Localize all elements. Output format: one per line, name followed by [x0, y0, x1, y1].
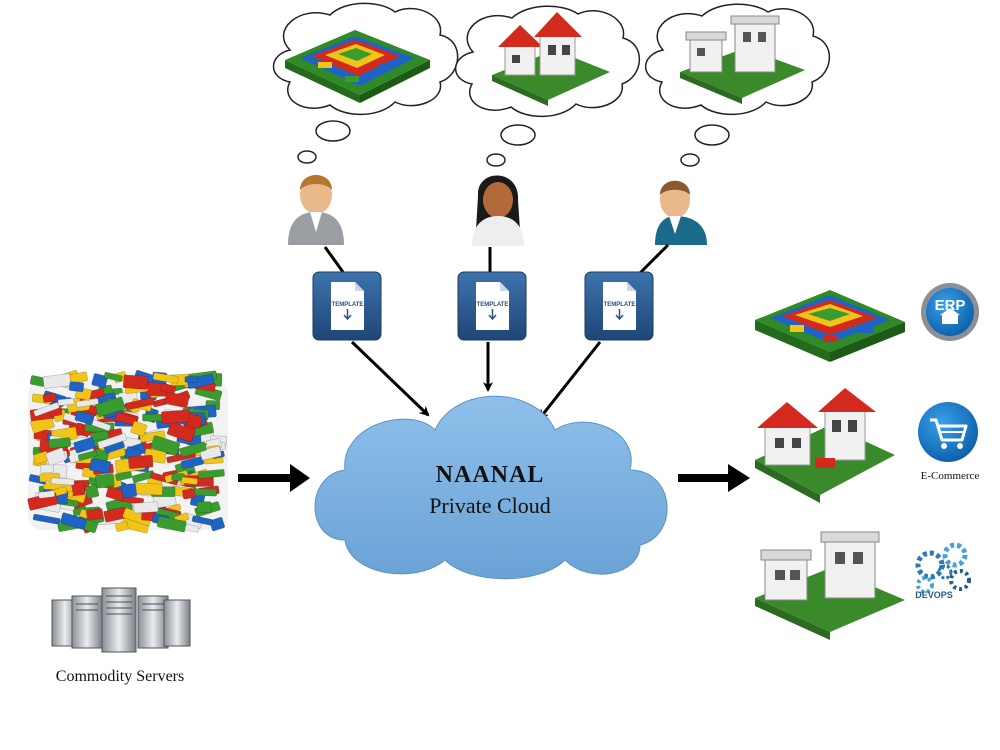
brick: [182, 488, 196, 500]
template-label: TEMPLATE: [332, 302, 364, 308]
brick: [42, 373, 72, 389]
brick: [196, 501, 212, 513]
brick-pyramid-image: [285, 30, 430, 103]
brick: [84, 484, 100, 499]
brick: [164, 391, 190, 409]
brick: [152, 372, 179, 384]
brick: [86, 508, 104, 521]
brick: [69, 371, 88, 384]
brick: [60, 512, 87, 530]
brick: [115, 470, 133, 482]
user-avatar-2: [472, 175, 524, 246]
brick: [128, 454, 154, 469]
grey-house-image: [680, 15, 805, 104]
brick: [121, 483, 138, 498]
erp-badge-text: ERP: [935, 297, 966, 314]
template-label: TEMPLATE: [477, 302, 509, 308]
brick: [91, 373, 108, 389]
brick: [179, 441, 207, 458]
brick: [89, 458, 112, 474]
devops-label: DEVOPS: [915, 590, 953, 600]
brick: [73, 437, 96, 454]
private-cloud-shape: [314, 395, 668, 580]
template-icon-3[interactable]: TEMPLATE: [584, 271, 654, 341]
shopping-cart-icon: [918, 402, 978, 462]
brick: [45, 447, 67, 466]
brick: [181, 476, 199, 485]
brick: [95, 473, 115, 489]
arrow-template1-to-cloud: [350, 340, 430, 417]
template-label: TEMPLATE: [604, 302, 636, 308]
brick: [197, 469, 225, 479]
brick: [48, 437, 72, 449]
brick-pile-bricks: [27, 369, 227, 534]
brick: [150, 435, 181, 456]
commodity-servers-label: Commodity Servers: [55, 668, 185, 685]
brick: [161, 409, 191, 424]
brick: [191, 515, 213, 526]
template-icon-1[interactable]: TEMPLATE: [312, 271, 382, 341]
commodity-servers-image: [51, 587, 191, 653]
brick: [68, 381, 85, 393]
brick: [184, 376, 199, 383]
ecommerce-label: E-Commerce: [920, 470, 980, 482]
arrow-template3-to-cloud: [538, 341, 602, 420]
brick: [122, 374, 149, 390]
brick: [74, 410, 95, 425]
brick: [103, 371, 123, 382]
output-red-house-image: [755, 388, 895, 503]
gears-icon: DEVOPS: [915, 542, 971, 600]
brick: [42, 393, 57, 403]
brick: [149, 472, 179, 486]
brick: [89, 430, 110, 441]
output-brick-pyramid-image: [755, 290, 905, 362]
brick: [132, 482, 163, 496]
cloud-subtitle: Private Cloud: [429, 493, 551, 518]
brick: [133, 501, 159, 514]
erp-badge-icon: ERP: [921, 283, 979, 341]
red-house-image: [492, 12, 610, 106]
brick: [209, 516, 225, 532]
brick: [77, 450, 98, 461]
brick: [94, 396, 126, 418]
brick: [39, 464, 54, 474]
brick: [130, 420, 148, 437]
user-avatar-1: [288, 175, 344, 245]
brick: [166, 421, 196, 443]
template-icon-2[interactable]: TEMPLATE: [457, 271, 527, 341]
brick: [50, 477, 75, 486]
output-grey-house-image: [755, 531, 905, 640]
brick: [57, 398, 75, 406]
brick: [142, 413, 163, 422]
brick: [32, 513, 61, 525]
brick: [97, 433, 127, 449]
cloud-title: NAANAL: [435, 462, 545, 488]
brick: [38, 490, 56, 499]
brick: [124, 397, 155, 411]
brick: [156, 516, 187, 533]
user-avatar-3: [655, 180, 707, 245]
